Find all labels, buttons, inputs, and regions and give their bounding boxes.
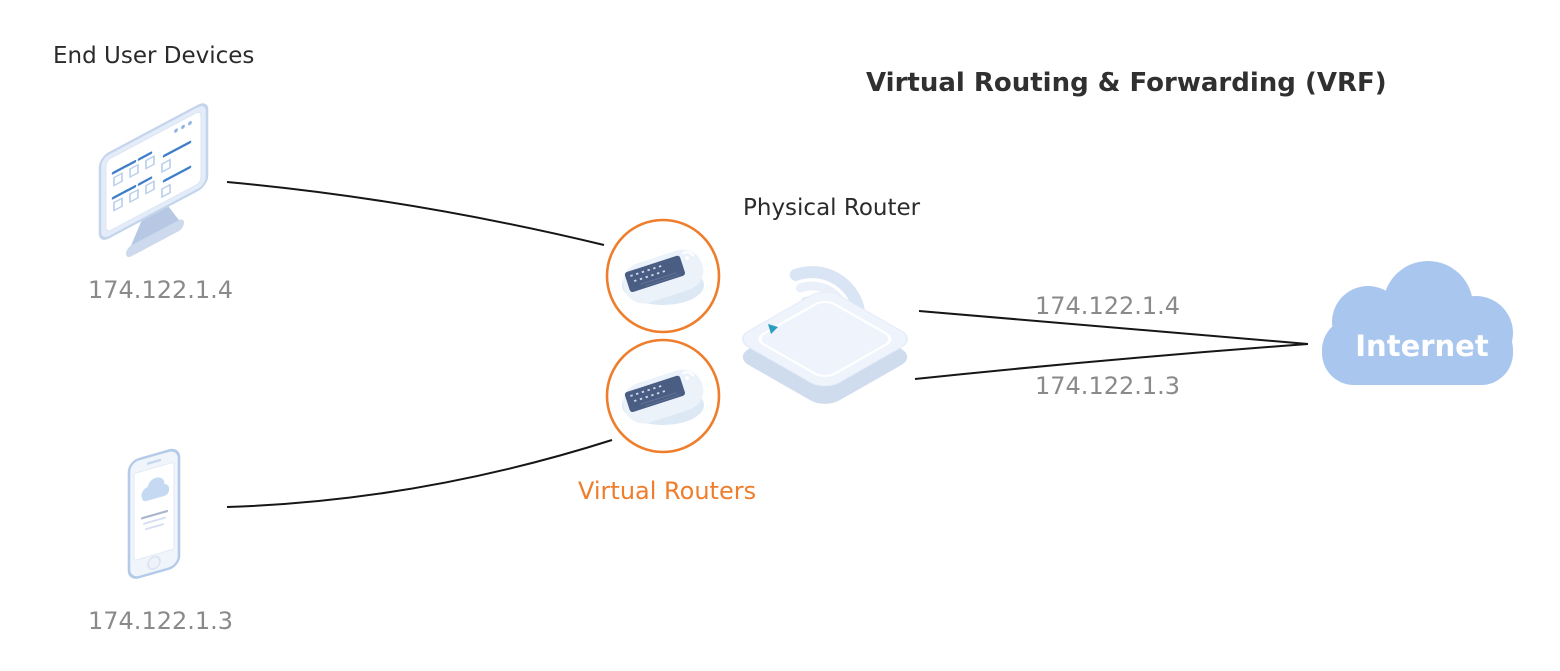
desktop-icon — [98, 103, 209, 257]
connector-phone-to-vrouter2 — [226, 439, 613, 508]
virtual-router-1 — [605, 218, 721, 334]
virtual-router-1-wifi-icon — [678, 244, 700, 260]
virtual-routers-label: Virtual Routers — [578, 477, 757, 505]
connector-router-to-internet-top — [918, 310, 1309, 345]
route1-ip-label: 174.122.1.4 — [1035, 292, 1181, 320]
virtual-router-2-icon — [622, 364, 704, 425]
phone-icon — [127, 448, 181, 579]
physical-router-led — [768, 324, 778, 334]
virtual-router-1-icon — [622, 244, 704, 305]
internet-label: Internet — [1355, 329, 1489, 363]
physical-router-label: Physical Router — [743, 195, 921, 221]
connector-router-to-internet-bottom — [914, 343, 1309, 380]
internet-cloud-icon — [1322, 261, 1513, 385]
connector-desktop-to-vrouter1 — [226, 181, 605, 246]
route2-ip-label: 174.122.1.3 — [1035, 372, 1181, 400]
virtual-router-2 — [605, 338, 721, 454]
virtual-router-2-wifi-icon — [678, 364, 700, 380]
desktop-ip-label: 174.122.1.4 — [88, 276, 234, 304]
physical-router-icon — [742, 266, 908, 404]
end-user-devices-label: End User Devices — [53, 43, 255, 69]
phone-cloud-icon — [141, 477, 169, 502]
diagram-title: Virtual Routing & Forwarding (VRF) — [866, 68, 1387, 98]
phone-ip-label: 174.122.1.3 — [88, 607, 234, 635]
